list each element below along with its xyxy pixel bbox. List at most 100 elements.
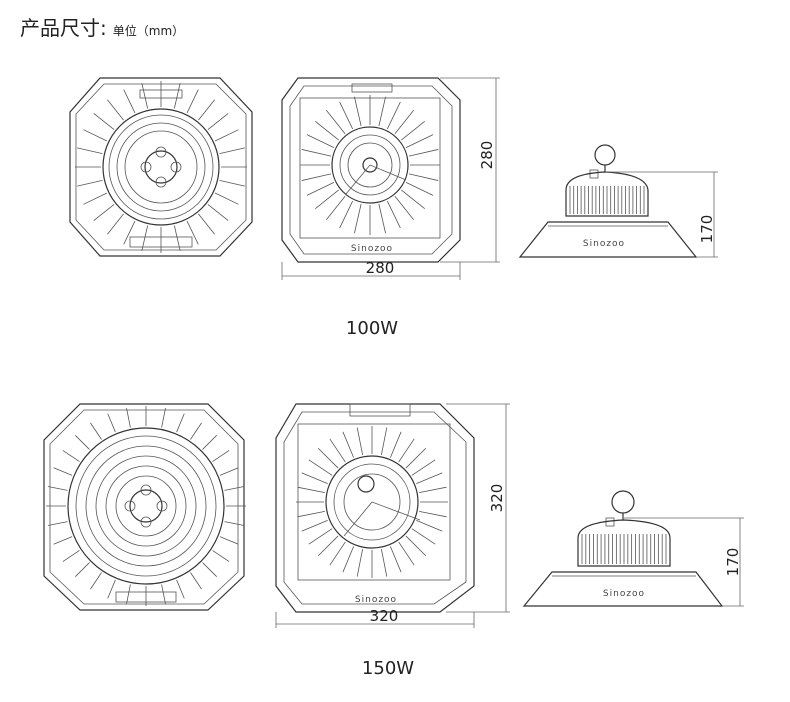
rib-line <box>90 422 102 440</box>
rib-line <box>405 134 434 149</box>
side-view-150w: Sinozoo 170 <box>522 490 744 607</box>
rib-line <box>202 435 217 450</box>
rib-line <box>176 413 185 433</box>
side-brand-100w: Sinozoo <box>583 239 625 249</box>
front-view-150w: Sinozoo 320 320 <box>275 403 510 628</box>
rib-line <box>394 196 414 220</box>
back-view-150w <box>43 403 246 611</box>
rib-line <box>62 550 80 562</box>
rib-line <box>380 427 388 456</box>
rib-line <box>53 467 73 476</box>
rib-line <box>161 584 166 605</box>
rib-line <box>107 413 116 433</box>
rib-line <box>107 99 124 121</box>
rib-line <box>386 200 401 229</box>
rib-line <box>214 192 239 205</box>
height-dimension-100w: 280 <box>478 141 496 170</box>
rib-line <box>326 110 346 134</box>
width-dimension-150w: 320 <box>370 607 399 625</box>
rib-line <box>77 147 103 155</box>
rib-line <box>416 519 443 532</box>
rib-line <box>398 541 415 566</box>
rib-line <box>219 179 245 187</box>
rib-line <box>186 220 199 245</box>
rib-line <box>186 89 199 114</box>
rib-line <box>93 113 115 130</box>
page-header: 产品尺寸: 单位（mm） <box>20 12 184 41</box>
rib-line <box>378 203 386 234</box>
rib-line <box>386 101 401 130</box>
rib-line <box>62 450 80 462</box>
rib-line <box>190 572 202 590</box>
rib-line <box>342 431 355 458</box>
rib-line <box>308 459 333 476</box>
rib-line <box>389 546 402 573</box>
rib-line <box>176 579 185 599</box>
rib-line <box>301 149 332 157</box>
rib-line <box>418 486 447 494</box>
rib-line <box>190 422 202 440</box>
rib-line <box>317 535 339 557</box>
rib-line <box>47 486 68 491</box>
rib-line <box>411 459 436 476</box>
width-dimension-100w: 280 <box>366 259 395 277</box>
rib-line <box>306 181 335 196</box>
rib-line <box>141 83 149 109</box>
rib-line <box>107 579 116 599</box>
side-height-dimension-150w: 170 <box>724 548 742 577</box>
rib-line <box>212 450 230 462</box>
rib-line <box>219 147 245 155</box>
rib-line <box>329 438 346 463</box>
rib-line <box>212 550 230 562</box>
side-height-dimension-100w: 170 <box>698 215 716 244</box>
rib-line <box>214 129 239 142</box>
rib-line <box>107 213 124 235</box>
rib-line <box>83 129 108 142</box>
rib-line <box>53 536 73 545</box>
rib-line <box>297 486 326 494</box>
rib-line <box>198 213 215 235</box>
caption-150w: 150W <box>362 658 414 679</box>
rib-line <box>219 536 239 545</box>
rib-line <box>219 467 239 476</box>
rib-line <box>77 179 103 187</box>
rib-line <box>405 447 427 469</box>
back-view-100w <box>69 77 253 257</box>
rib-line <box>83 192 108 205</box>
rib-line <box>398 438 415 463</box>
rib-line <box>317 447 339 469</box>
rib-line <box>198 99 215 121</box>
rib-line <box>326 196 346 220</box>
rib-line <box>394 110 414 134</box>
front-view-100w: Sinozoo 280 280 <box>281 77 500 280</box>
rib-line <box>308 528 333 545</box>
rib-line <box>93 204 115 221</box>
rib-line <box>126 584 131 605</box>
caption-100w: 100W <box>346 318 398 339</box>
side-view-100w: Sinozoo 170 <box>518 144 718 258</box>
rib-line <box>202 562 217 577</box>
rib-line <box>123 220 136 245</box>
rib-line <box>315 189 339 209</box>
rib-line <box>354 203 362 234</box>
rib-line <box>356 548 364 577</box>
rib-line <box>173 83 181 109</box>
rib-line <box>380 548 388 577</box>
rib-line <box>411 528 436 545</box>
rib-line <box>47 521 68 526</box>
rib-line <box>354 96 362 127</box>
rib-line <box>301 472 328 485</box>
rib-line <box>75 435 90 450</box>
rib-line <box>378 96 386 127</box>
rib-line <box>389 431 402 458</box>
rib-line <box>342 546 355 573</box>
brand-label-150w: Sinozoo <box>355 595 397 605</box>
rib-line <box>405 181 434 196</box>
rib-line <box>401 121 425 141</box>
rib-line <box>224 521 245 526</box>
rib-line <box>408 149 439 157</box>
unit-label: 单位（mm） <box>112 24 185 38</box>
rib-line <box>123 89 136 114</box>
side-brand-150w: Sinozoo <box>603 589 645 599</box>
